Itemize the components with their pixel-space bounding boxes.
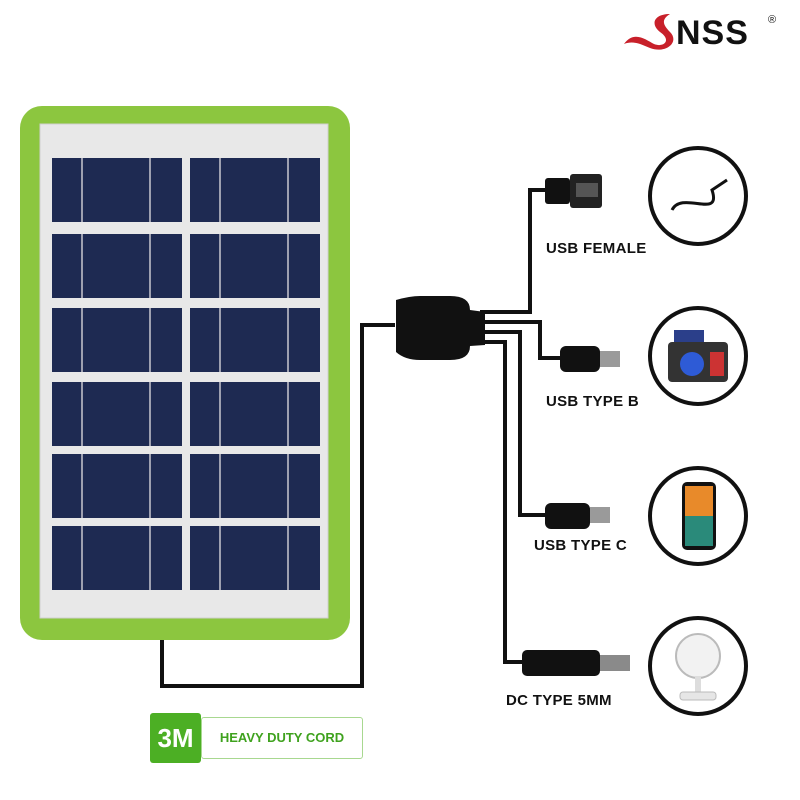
connector-label: USB FEMALE	[546, 240, 647, 257]
usb-female-plug	[545, 174, 602, 208]
cord-length-badge: 3M HEAVY DUTY CORD	[150, 713, 363, 763]
connector-label: DC TYPE 5MM	[506, 692, 612, 709]
solar-cell	[52, 526, 182, 590]
brand-logo: NSS	[676, 14, 749, 52]
connector-label: USB TYPE B	[546, 393, 640, 410]
fan-icon	[675, 633, 721, 701]
splitter-connector	[396, 296, 485, 360]
solar-cell	[190, 234, 320, 298]
dc-plug	[522, 650, 630, 676]
device-circle-cable	[648, 146, 748, 246]
solar-cell	[52, 454, 182, 518]
solar-cells	[52, 158, 320, 590]
cable-usb-type-c	[480, 330, 545, 517]
brand-swoosh-icon	[624, 14, 674, 50]
solar-cell	[190, 454, 320, 518]
cables	[160, 188, 560, 688]
usb-type-c-plug	[545, 503, 610, 529]
brand-registered-mark: ®	[768, 14, 777, 26]
cord-description: HEAVY DUTY CORD	[201, 717, 363, 759]
usb-type-b-plug	[560, 346, 620, 372]
solar-cell	[52, 382, 182, 446]
solar-cell	[190, 382, 320, 446]
main-cable	[160, 323, 395, 688]
phone-icon	[682, 482, 716, 550]
device-circle-fan	[648, 616, 748, 716]
solar-cell	[52, 158, 182, 222]
cable-icon	[670, 178, 728, 211]
cord-length: 3M	[150, 713, 201, 763]
radio-icon	[668, 330, 728, 382]
device-circle-radio	[648, 306, 748, 406]
solar-cell	[190, 308, 320, 372]
solar-cell	[190, 158, 320, 222]
cable-usb-type-b	[480, 320, 560, 360]
device-circle-phone	[648, 466, 748, 566]
solar-cell	[52, 234, 182, 298]
cable-dc	[480, 340, 522, 664]
cable-usb-female	[480, 188, 545, 314]
solar-cell	[52, 308, 182, 372]
connector-label: USB TYPE C	[534, 537, 628, 554]
solar-cell	[190, 526, 320, 590]
